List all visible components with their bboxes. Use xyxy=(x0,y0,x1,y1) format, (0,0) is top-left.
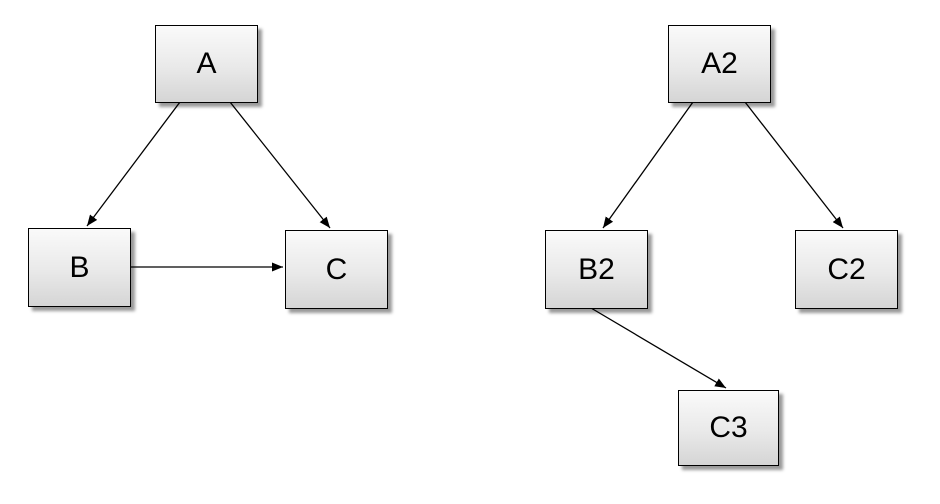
node-B2[interactable]: B2 xyxy=(545,230,648,309)
edge-A-C xyxy=(229,101,331,229)
node-label: C3 xyxy=(709,411,748,444)
node-A[interactable]: A xyxy=(155,25,258,103)
node-C[interactable]: C xyxy=(285,230,388,309)
edge-A2-B2 xyxy=(602,101,694,229)
node-A2[interactable]: A2 xyxy=(668,25,771,103)
node-C3[interactable]: C3 xyxy=(678,390,779,466)
node-B[interactable]: B xyxy=(28,228,131,307)
edge-A2-C2 xyxy=(744,101,844,229)
edge-B2-C3 xyxy=(590,307,727,389)
node-label: C xyxy=(325,252,348,286)
edge-A-B xyxy=(86,101,181,227)
node-label: C2 xyxy=(827,252,866,286)
node-label: A2 xyxy=(701,47,738,80)
node-label: B xyxy=(69,250,90,284)
node-label: A xyxy=(196,47,217,80)
edges-group xyxy=(86,101,844,389)
node-label: B2 xyxy=(578,252,615,286)
node-C2[interactable]: C2 xyxy=(795,230,898,309)
